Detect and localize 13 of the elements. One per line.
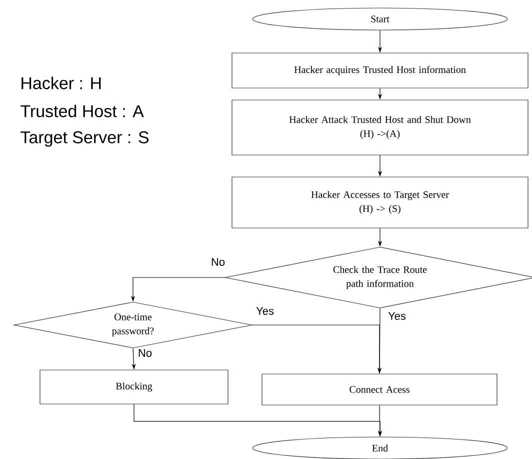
edge-label: No xyxy=(136,348,154,358)
edge-label: No xyxy=(210,257,226,267)
process-box: Hacker Accesses to Target Server (H) -> (S) xyxy=(232,176,528,228)
terminal-oval: Start xyxy=(252,8,508,30)
process-box: Connect Acess xyxy=(262,374,498,406)
edge-label: Yes xyxy=(387,311,407,321)
abbreviation-label: Target Server : S xyxy=(20,131,149,147)
process-box: Blocking xyxy=(40,370,228,404)
edge-label: Yes xyxy=(255,306,275,316)
process-box: Hacker Attack Trusted Host and Shut Down (H) ->(A) xyxy=(232,100,528,156)
abbreviation-label: Hacker : H xyxy=(22,76,101,90)
process-box: Hacker acquires Trusted Host information xyxy=(232,52,528,88)
abbreviation-label: Trusted Host : A xyxy=(20,104,144,118)
